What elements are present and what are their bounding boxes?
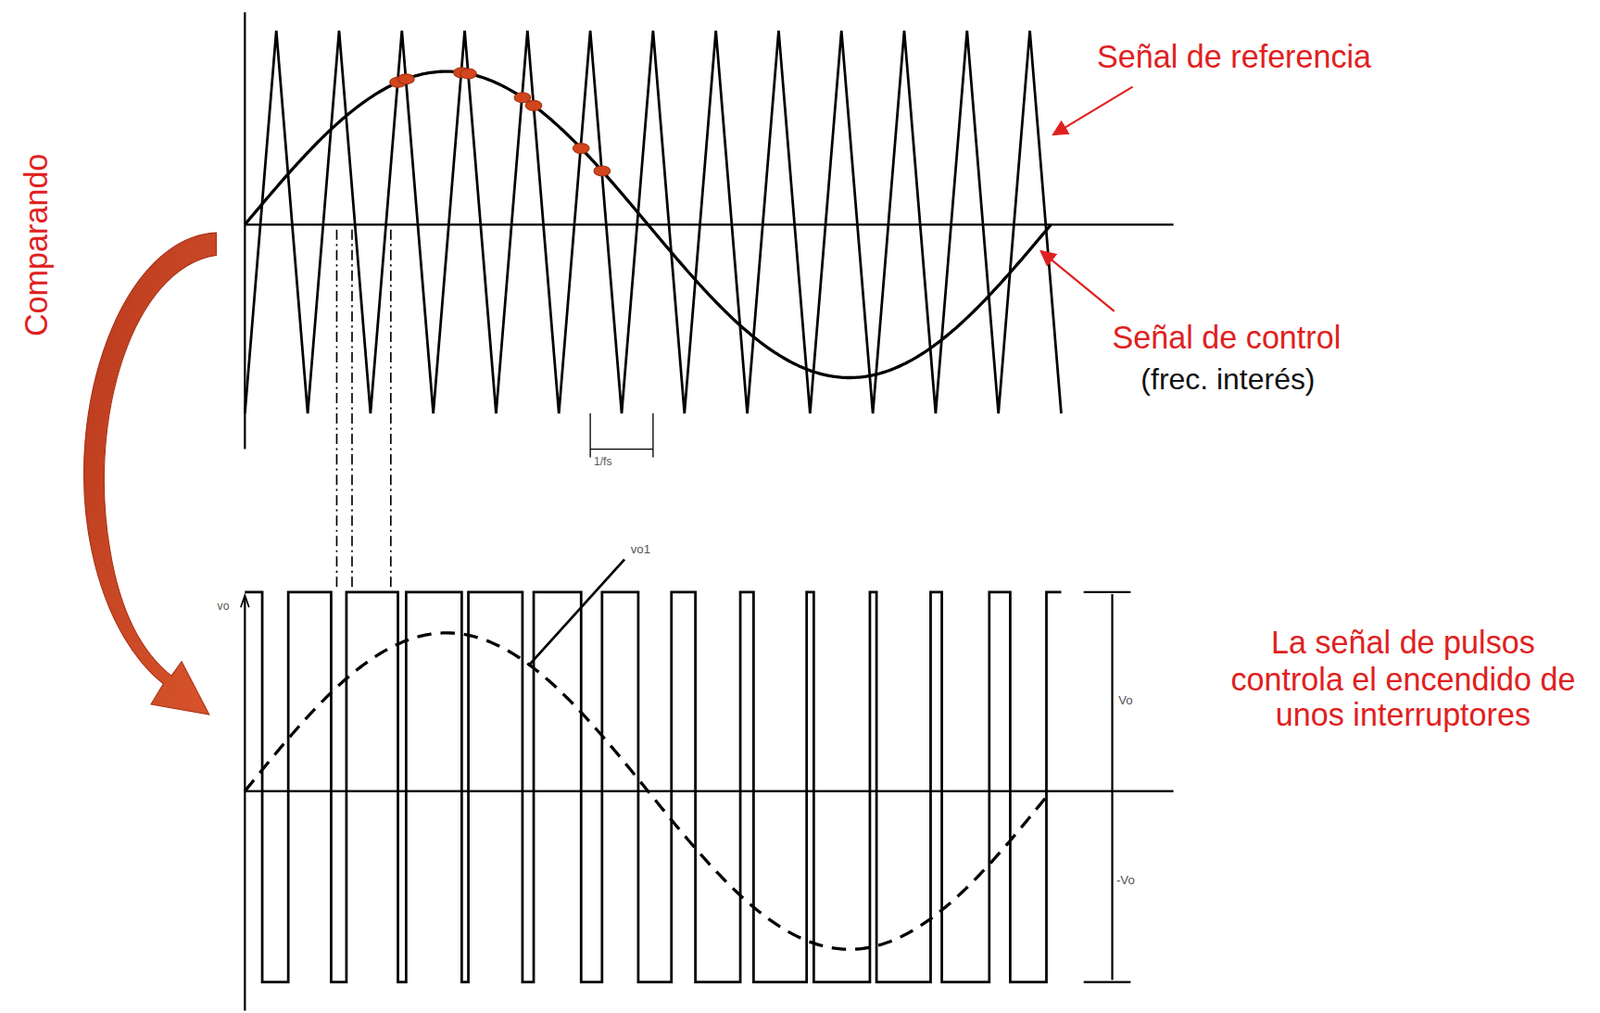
signal-label: Señal de referencia	[1096, 38, 1372, 76]
intersection-dot	[593, 165, 611, 177]
projection-line	[390, 229, 392, 591]
description-note: La señal de pulsos controla el encendido…	[1224, 624, 1582, 734]
amplitude-bracket	[1083, 592, 1132, 983]
compare-arrow	[84, 232, 217, 715]
signal-name: vo1	[630, 542, 651, 557]
signal-label: Señal de control	[1112, 319, 1342, 356]
x-axis	[244, 789, 1173, 792]
axis-arrow	[240, 594, 250, 607]
intersection-dot	[572, 143, 590, 154]
intersection-dot	[398, 74, 416, 85]
period-bracket	[590, 413, 654, 457]
signal-note: (frec. interés)	[1140, 362, 1315, 397]
leader-arrow	[1040, 251, 1114, 312]
process-label: Comparando	[18, 153, 55, 337]
y-axis	[243, 12, 246, 449]
leader-arrow	[1053, 87, 1134, 136]
period-label: 1/fs	[593, 454, 613, 468]
level-label: -Vo	[1116, 873, 1135, 888]
intersection-dot	[525, 100, 542, 111]
carrier-triangle	[244, 30, 1061, 414]
y-axis	[243, 596, 246, 1010]
pwm-pulses	[244, 592, 1061, 983]
axis-label: vo	[217, 599, 230, 613]
intersection-dot	[460, 68, 478, 79]
x-axis	[244, 223, 1173, 226]
level-label: Vo	[1118, 693, 1133, 708]
projection-line	[351, 229, 353, 591]
fundamental-dashed	[244, 632, 1051, 949]
projection-line	[336, 229, 339, 591]
leader-line	[529, 559, 626, 667]
intersection-dot	[514, 92, 531, 103]
control-sine	[244, 71, 1051, 378]
